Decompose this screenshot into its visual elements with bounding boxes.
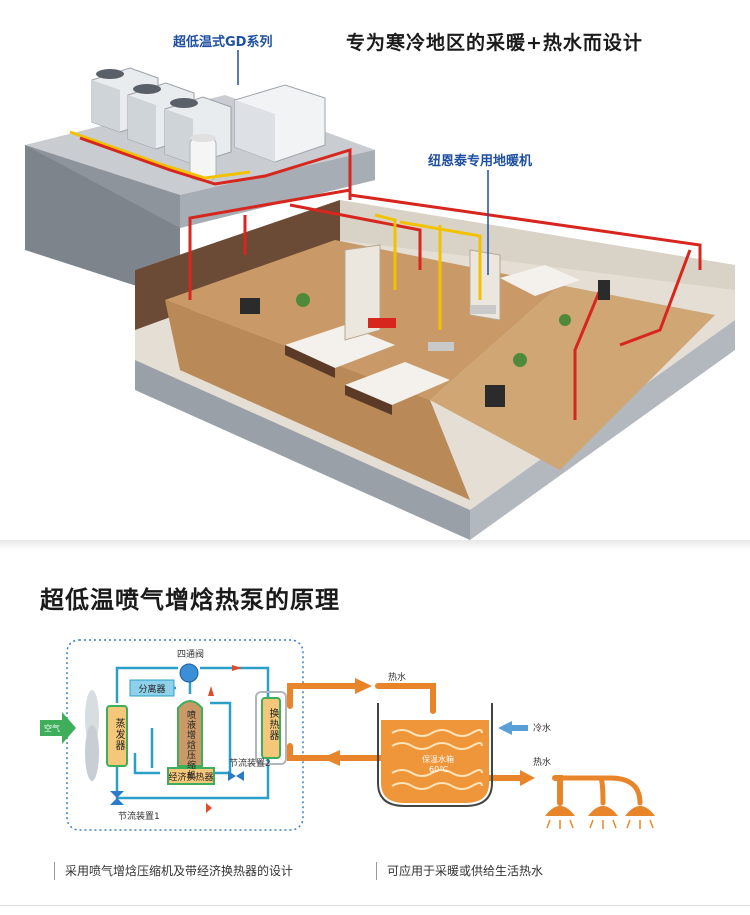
- principle-schematic: [40, 639, 655, 831]
- heat-exchanger-label: 换热器: [267, 708, 278, 741]
- shower-head-icons: [545, 806, 655, 829]
- floor-heating-callout: 纽恩泰专用地暖机: [428, 154, 533, 169]
- bed-1: [285, 325, 395, 378]
- air-arrow-icon: [40, 712, 76, 744]
- hero-illustration: 超低温式GD系列 专为寒冷地区的采暖+热水而设计 纽恩泰专用地暖机: [25, 32, 735, 540]
- tank-label: 保温水箱: [422, 755, 454, 764]
- cold-water-arrow-icon: [498, 721, 528, 735]
- throttle-1-label: 节流装置1: [118, 812, 160, 822]
- outdoor-unit-callout: 超低温式GD系列: [173, 35, 273, 50]
- four-way-valve-icon: [179, 663, 199, 683]
- hot-water-arrow-icon: [355, 678, 372, 694]
- economizer-label: 经济换热器: [168, 773, 214, 783]
- outdoor-unit-3: [164, 96, 232, 165]
- four-way-valve-label: 四通阀: [177, 650, 205, 660]
- heat-exchanger-box: [255, 691, 287, 765]
- compressor-shape: [177, 700, 203, 767]
- section-divider: [0, 540, 750, 550]
- evaporator-box: [106, 705, 128, 767]
- rooftop-water-tank: [234, 84, 326, 163]
- bed-2: [345, 362, 450, 415]
- caption-application: 可应用于采暖或供给生活热水: [376, 862, 543, 880]
- feature-captions: 采用喷气增焓压缩机及带经济换热器的设计 可应用于采暖或供给生活热水: [0, 850, 750, 890]
- bed-3: [500, 265, 580, 296]
- section-title: 超低温喷气增焓热泵的原理: [40, 586, 340, 614]
- caption-compressor-design: 采用喷气增焓压缩机及带经济换热器的设计: [54, 862, 293, 880]
- evaporator-label: 蒸发器: [113, 718, 124, 751]
- economizer-box: [167, 767, 215, 785]
- throttle-valve-icons: [110, 771, 244, 805]
- building-cutaway-illustration: [25, 50, 735, 540]
- cold-water-label: 冷水: [533, 724, 552, 734]
- heat-pump-principle-diagram: 四通阀 分离器 蒸发器 喷液增焓压缩机 经济换热器 换热器 节流装置2 节流装置…: [0, 628, 750, 843]
- bottom-divider: [0, 905, 750, 906]
- fan-icon: [85, 690, 99, 781]
- tank-temperature: 60℃: [429, 765, 449, 774]
- insulated-tank: [377, 703, 493, 807]
- air-label: 空气: [44, 724, 60, 733]
- hot-water-top-label: 热水: [388, 673, 407, 683]
- throttle-2-label: 节流装置2: [229, 759, 271, 769]
- separator-box: [129, 679, 175, 697]
- floor-heating-unit: [368, 318, 396, 328]
- hot-water-out-label: 热水: [533, 758, 552, 768]
- separator-label: 分离器: [138, 685, 166, 695]
- hero-title: 专为寒冷地区的采暖+热水而设计: [346, 32, 643, 54]
- compressor-label: 喷液增焓压缩机: [185, 710, 195, 780]
